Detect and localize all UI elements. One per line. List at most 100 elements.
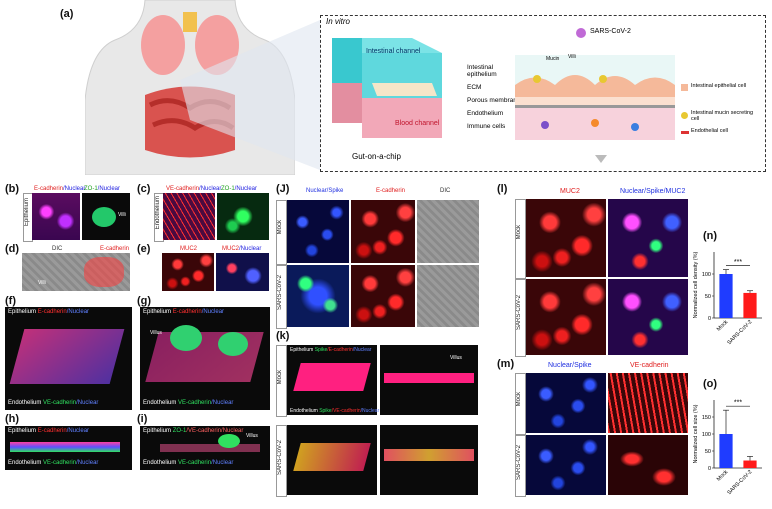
epithelial-cell-icon	[681, 84, 688, 91]
j-image-sars-ecad	[351, 265, 415, 327]
label-endothelium: Endothelium	[467, 110, 504, 117]
n-ytick-label-2: 100	[702, 272, 711, 278]
o-ytick-label-0: 0	[708, 466, 711, 472]
n-xtick-label-1: SARS-CoV-2	[726, 319, 753, 346]
d-villi-label: Villi	[38, 280, 46, 286]
i-top-c: /VE-cadherin/Nuclear	[186, 428, 244, 434]
i-image-section	[140, 426, 270, 470]
j-image-mock-dic	[417, 200, 479, 263]
panel-label-b: (b)	[5, 183, 20, 195]
c-image-zo1	[217, 193, 269, 240]
arrow-down-icon	[595, 155, 607, 163]
k-bottom-c: /VE-cadherin	[331, 408, 361, 414]
panel-label-c: (c)	[137, 183, 151, 195]
gut-on-chip-illustration	[332, 38, 442, 138]
mucin-label: Mucin	[546, 56, 560, 62]
label-porous-membrane: Porous membrane	[467, 97, 521, 104]
f-bottom-c: /Nuclear	[76, 400, 99, 406]
blood-channel-label: Blood channel	[395, 120, 440, 127]
h-bottom-b: VE-cadherin	[43, 460, 77, 466]
c-cap2-b: /Nuclear	[234, 186, 258, 192]
panel-label-h: (h)	[5, 413, 20, 425]
e-image-muc2	[162, 253, 214, 291]
d-image-dic	[22, 253, 130, 291]
i-top-a: Epithelium	[143, 428, 173, 434]
d-cap1: DIC	[52, 246, 63, 252]
m-col-2: VE-cadherin	[630, 362, 669, 369]
e-image-muc2-nuclear	[216, 253, 269, 291]
g-bottom-c: /Nuclear	[211, 400, 234, 406]
f-top-a: Epithelium	[8, 309, 38, 315]
k-top-c: /E-cadherin	[327, 347, 353, 353]
b-image-ecadherin	[32, 193, 80, 240]
g-top-a: Epithelium	[143, 309, 173, 315]
thyroid-icon	[183, 12, 197, 32]
l-col-2: Nuclear/Spike/MUC2	[620, 188, 686, 195]
panel-label-n: (n)	[703, 230, 718, 242]
o-ylabel: Normalized cell size (%)	[693, 404, 699, 463]
h-top-a: Epithelium	[8, 428, 38, 434]
g-top-c: /Nuclear	[201, 309, 225, 315]
k-villus-label: Villus	[450, 355, 462, 361]
c-image-vecadherin	[163, 193, 215, 240]
o-ytick-label-3: 150	[702, 415, 711, 421]
c-cap1-b: /Nuclear	[199, 186, 222, 192]
o-bar-0	[719, 434, 733, 468]
l-row-sars: SARS-CoV-2	[516, 295, 522, 331]
j-image-mock-ecad	[351, 200, 415, 263]
j-image-sars-dic	[417, 265, 479, 327]
k-bottom-b: Spike	[319, 408, 332, 414]
label-intestinal-epithelium: Intestinal epithelium	[467, 64, 497, 78]
n-bar-0	[719, 274, 733, 318]
j-row-mock: Mock	[277, 220, 283, 235]
j-col-3: DIC	[440, 188, 451, 194]
legend-epithelial-cell: Intestinal epithelial cell	[691, 83, 747, 89]
label-ecm: ECM	[467, 84, 482, 91]
intestinal-channel-label: Intestinal channel	[366, 48, 421, 55]
g-bottom-b: VE-cadherin	[178, 400, 212, 406]
k-image-sars-section	[380, 425, 478, 495]
n-bar-1	[743, 292, 757, 318]
m-image-mock-vecad	[608, 373, 688, 433]
endothelial-cell-icon	[681, 131, 689, 134]
n-ytick-label-1: 50	[705, 294, 711, 300]
o-bar-1	[743, 460, 757, 468]
panel-label-f: (f)	[5, 295, 16, 307]
left-lung-icon	[141, 15, 185, 75]
k-top-d: /Nuclear	[352, 347, 372, 353]
o-ytick-label-2: 100	[702, 432, 711, 438]
l-image-mock-muc2	[526, 199, 606, 277]
m-row-mock: Mock	[516, 392, 522, 407]
label-immune-cells: Immune cells	[467, 123, 506, 130]
i-bottom-b: VE-cadherin	[178, 460, 212, 466]
m-row-sars: SARS-CoV-2	[516, 445, 522, 481]
legend-mucin-cell: Intestinal mucin secreting cell	[691, 110, 754, 122]
b-cap1-b: /Nuclear	[63, 186, 86, 192]
g-villus-label: Villus	[150, 330, 162, 336]
i-villus-label: Villus	[246, 433, 258, 439]
k-bottom-d: /Nuclear	[360, 408, 380, 414]
g-top-b: E-cadherin	[172, 309, 202, 315]
virus-icon	[576, 28, 586, 38]
k-top-b: Spike	[314, 347, 328, 353]
panel-label-e: (e)	[137, 243, 151, 255]
b-cap1-a: E-cadherin	[34, 186, 64, 192]
o-sig-label: ***	[734, 400, 742, 407]
k-row-sars: SARS-CoV-2	[277, 440, 283, 476]
panel-label-l: (l)	[497, 183, 508, 195]
e-cap2-a: MUC2	[222, 246, 240, 252]
m-image-sars-spike	[526, 435, 606, 495]
f-top-b: E-cadherin	[37, 309, 67, 315]
f-bottom-b: VE-cadherin	[43, 400, 77, 406]
b-image-zo1	[82, 193, 130, 240]
b-side-label: Epithelium	[24, 198, 30, 227]
f-image-3d	[5, 307, 132, 410]
panel-label-k: (k)	[276, 330, 290, 342]
k-image-sars-3d	[287, 425, 377, 495]
n-ylabel: Normalized cell density (%)	[693, 252, 699, 319]
j-col-2: E-cadherin	[376, 188, 406, 194]
l-image-sars-muc2	[526, 279, 606, 355]
j-image-mock-spike	[287, 200, 349, 263]
